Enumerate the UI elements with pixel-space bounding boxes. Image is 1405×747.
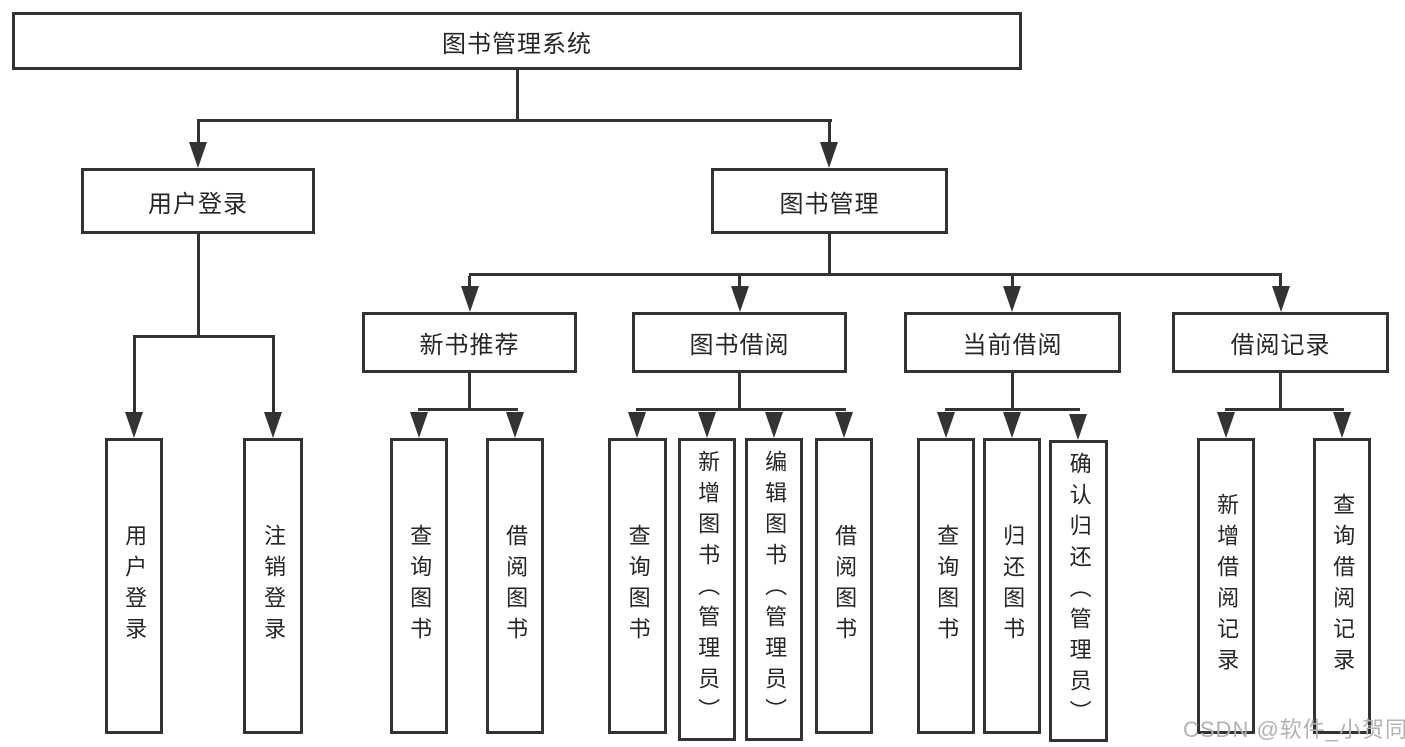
arrow-down-icon — [698, 412, 716, 438]
arrow-down-icon — [1003, 286, 1021, 312]
connector-line — [738, 373, 741, 411]
connector-line — [272, 338, 275, 412]
connector-line — [828, 122, 831, 143]
connector-line — [468, 373, 471, 411]
node-current-borrowing: 当前借阅 — [904, 312, 1121, 373]
arrow-down-icon — [765, 412, 783, 438]
connector-line — [945, 408, 1080, 411]
node-new-book-recommend-label: 新书推荐 — [419, 332, 520, 359]
leaf-edit-book-admin-label: 编辑图书（管理员） — [762, 450, 788, 729]
leaf-query-books-3-label: 查询图书 — [934, 524, 960, 648]
connector-line — [1279, 373, 1282, 411]
leaf-return-books: 归还图书 — [983, 438, 1041, 734]
arrow-down-icon — [1069, 414, 1087, 440]
arrow-down-icon — [125, 412, 143, 438]
arrow-down-icon — [410, 412, 428, 438]
arrow-down-icon — [1003, 412, 1021, 438]
node-book-management: 图书管理 — [711, 168, 948, 234]
connector-line — [133, 335, 275, 338]
connector-line — [197, 234, 200, 338]
leaf-logout: 注销登录 — [243, 438, 303, 734]
arrow-down-icon — [461, 286, 479, 312]
connector-line — [469, 273, 1282, 276]
connector-line — [133, 338, 136, 412]
leaf-add-borrow-record-label: 新增借阅记录 — [1214, 493, 1240, 679]
node-new-book-recommend: 新书推荐 — [362, 312, 577, 373]
leaf-add-book-admin-label: 新增图书（管理员） — [695, 450, 721, 729]
leaf-edit-book-admin: 编辑图书（管理员） — [745, 438, 803, 741]
node-library-system: 图书管理系统 — [12, 12, 1022, 70]
connector-line — [197, 119, 832, 122]
connector-line — [1011, 373, 1014, 411]
node-book-borrowing: 图书借阅 — [632, 312, 847, 373]
leaf-user-login: 用户登录 — [105, 438, 163, 734]
arrow-down-icon — [820, 142, 838, 168]
arrow-down-icon — [189, 142, 207, 168]
leaf-add-borrow-record: 新增借阅记录 — [1197, 438, 1255, 734]
arrow-down-icon — [264, 412, 282, 438]
arrow-down-icon — [835, 412, 853, 438]
connector-line — [1279, 276, 1282, 287]
connector-line — [468, 276, 471, 287]
arrow-down-icon — [628, 412, 646, 438]
leaf-user-login-label: 用户登录 — [122, 524, 148, 648]
connector-line — [516, 70, 519, 122]
leaf-borrow-books-1-label: 借阅图书 — [503, 524, 529, 648]
node-user-login-label: 用户登录 — [148, 190, 248, 218]
leaf-query-borrow-record-label: 查询借阅记录 — [1330, 493, 1356, 679]
node-borrow-records: 借阅记录 — [1172, 312, 1389, 373]
leaf-query-books-1-label: 查询图书 — [407, 524, 433, 648]
leaf-return-books-label: 归还图书 — [1000, 524, 1026, 648]
arrow-down-icon — [1333, 412, 1351, 438]
leaf-borrow-books-2-label: 借阅图书 — [832, 524, 858, 648]
connector-line — [1225, 408, 1344, 411]
node-current-borrowing-label: 当前借阅 — [962, 332, 1063, 359]
leaf-borrow-books-2: 借阅图书 — [815, 438, 873, 734]
connector-line — [197, 122, 200, 143]
node-book-management-label: 图书管理 — [779, 190, 880, 218]
leaf-query-books-2: 查询图书 — [608, 438, 667, 734]
leaf-query-books-2-label: 查询图书 — [625, 524, 651, 648]
leaf-query-borrow-record: 查询借阅记录 — [1313, 438, 1371, 734]
arrow-down-icon — [937, 412, 955, 438]
leaf-query-books-1: 查询图书 — [390, 438, 448, 734]
arrow-down-icon — [1272, 286, 1290, 312]
node-user-login: 用户登录 — [81, 168, 315, 234]
connector-line — [418, 408, 518, 411]
leaf-query-books-3: 查询图书 — [917, 438, 975, 734]
leaf-logout-label: 注销登录 — [261, 524, 287, 648]
node-borrow-records-label: 借阅记录 — [1230, 332, 1331, 359]
leaf-confirm-return-admin-label: 确认归还（管理员） — [1066, 451, 1092, 731]
connector-line — [828, 234, 831, 276]
leaf-add-book-admin: 新增图书（管理员） — [678, 438, 736, 741]
connector-line — [636, 408, 846, 411]
leaf-borrow-books-1: 借阅图书 — [486, 438, 544, 734]
connector-line — [738, 276, 741, 287]
leaf-confirm-return-admin: 确认归还（管理员） — [1049, 440, 1108, 742]
arrow-down-icon — [1217, 412, 1235, 438]
arrow-down-icon — [731, 286, 749, 312]
connector-line — [1011, 276, 1014, 287]
arrow-down-icon — [506, 412, 524, 438]
node-book-borrowing-label: 图书借阅 — [689, 332, 790, 359]
watermark: CSDN @软件_小贺同学 — [1183, 717, 1405, 742]
node-library-system-label: 图书管理系统 — [442, 30, 592, 58]
